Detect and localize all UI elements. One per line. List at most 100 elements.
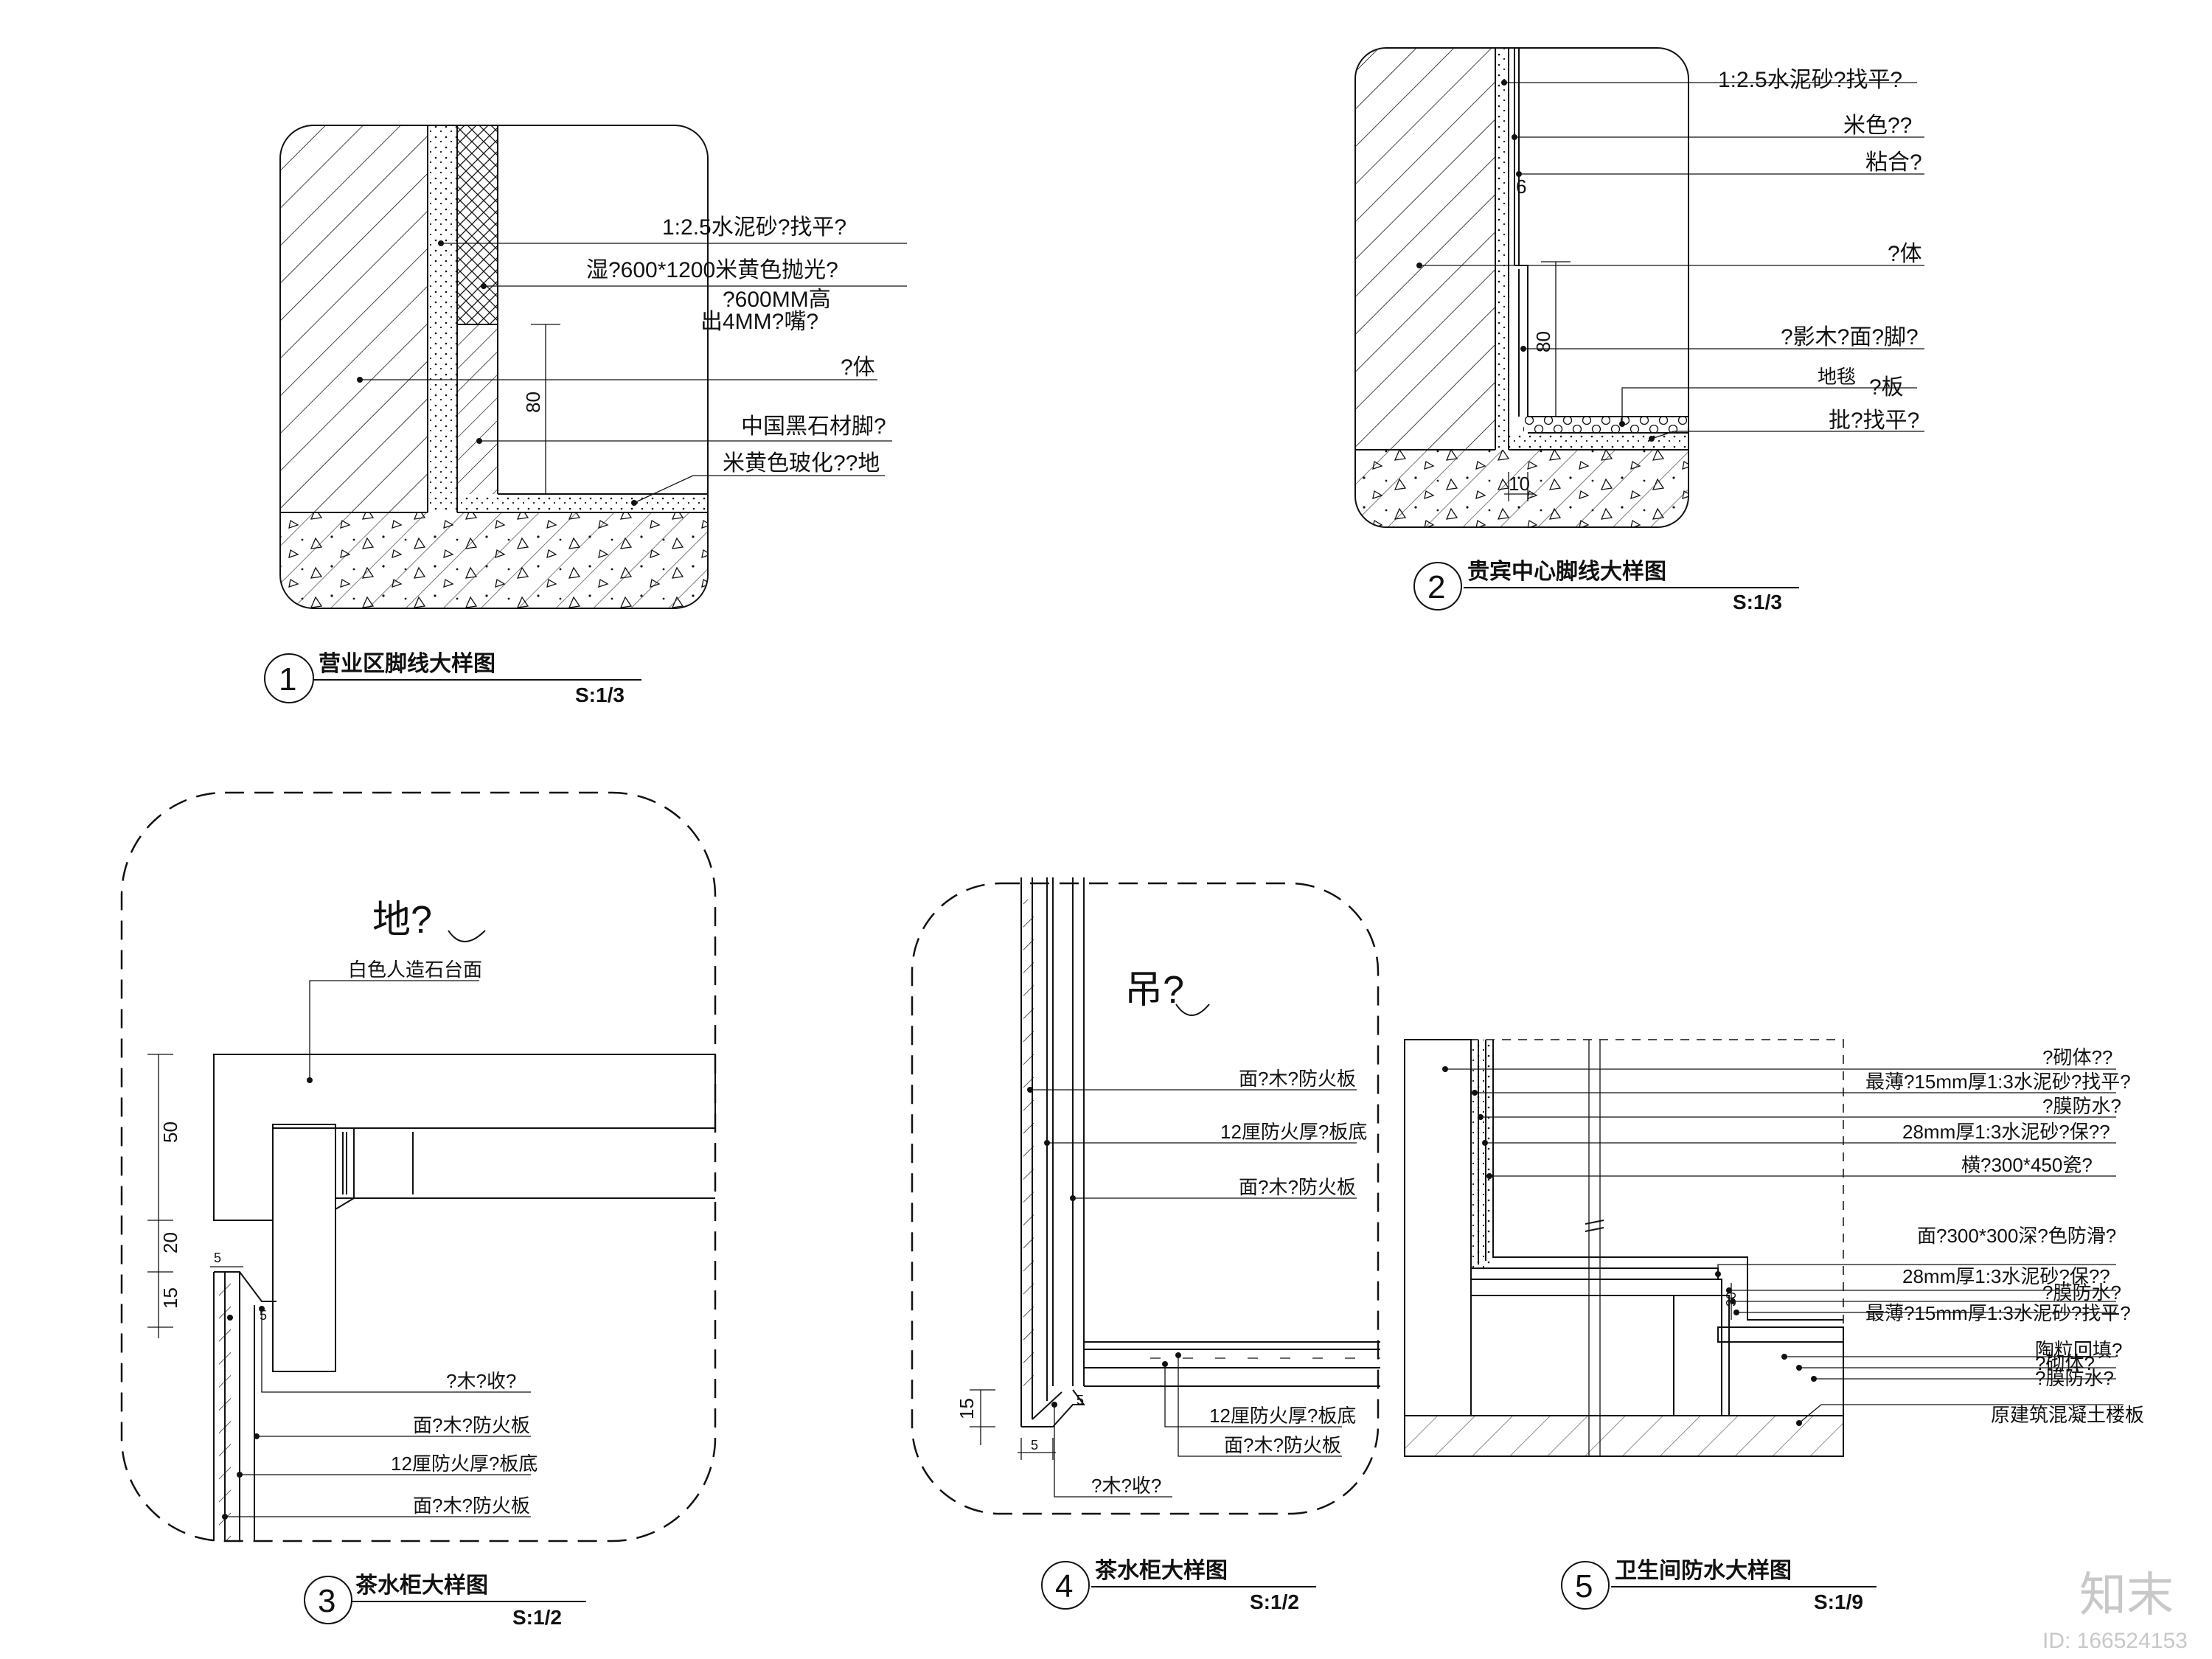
detail-3-title: 茶水柜大样图 (355, 1573, 488, 1598)
label-3-d: 12厘防火厚?板底 (391, 1453, 538, 1475)
dim-label: 15 (956, 1398, 978, 1419)
detail-2-scale: S:1/3 (1733, 591, 1782, 613)
dim-label: 10 (1509, 473, 1530, 495)
detail-4: 吊? 15 5 5 面?木?防火板 12厘防火厚?板底 面?木?防火板 12厘防… (911, 877, 1380, 1613)
mortar-layer (428, 125, 457, 512)
detail-1-leaders (357, 240, 907, 506)
label-1-e: ?体 (841, 355, 875, 380)
label-5-g: 28mm厚1:3水泥砂?保?? (1902, 1265, 2110, 1287)
dim-label: 50 (159, 1121, 181, 1143)
dim-label: 80 (522, 392, 544, 413)
label-3-e: 面?木?防火板 (413, 1495, 530, 1517)
dim-label: 20 (159, 1232, 181, 1253)
detail-number: 5 (1575, 1568, 1593, 1604)
detail-5-title: 卫生间防水大样图 (1615, 1559, 1792, 1583)
label-3-a: 白色人造石台面 (348, 959, 482, 981)
detail-4-leaders (1027, 1087, 1357, 1498)
detail-5-scale: S:1/9 (1814, 1590, 1863, 1613)
label-5-i: 最薄?15mm厚1:3水泥砂?找平? (1865, 1302, 2131, 1324)
label-1-c: ?600MM高 (723, 288, 831, 312)
detail-2: 80 6 10 1:2.5水泥砂?找平? 米色?? 粘合? ?体 ?影木?面?脚… (1354, 47, 1924, 613)
detail-2-leaders (1416, 80, 1924, 442)
label-1-g: 米黄色玻化??地 (723, 451, 880, 476)
label-5-l: ?膜防水? (2035, 1367, 2114, 1389)
detail-3-cloud (120, 791, 717, 1543)
label-3-b: ?木?收? (446, 1370, 516, 1392)
label-5-b: 最薄?15mm厚1:3水泥砂?找平? (1865, 1071, 2131, 1093)
detail-2-title: 贵宾中心脚线大样图 (1467, 560, 1666, 584)
tile-layer (457, 125, 498, 324)
detail-3: 地? 50 20 15 5 5 白色人造石台面 ?木?收? 面?木?防火板 12… (120, 791, 717, 1629)
label-5-e: 横?300*450瓷? (1961, 1154, 2093, 1176)
detail-4-scale: S:1/2 (1250, 1590, 1299, 1613)
countertop (213, 1054, 716, 1221)
dim-label: 5 (1031, 1438, 1038, 1453)
label-1-f: 中国黑石材脚? (741, 414, 886, 439)
section-tag: 吊? (1124, 969, 1184, 1012)
detail-3-scale: S:1/2 (512, 1606, 562, 1629)
detail-5: 30 ?砌体?? 最薄?15mm厚1:3水泥砂?找平? ?膜防水? 28mm厚1… (1404, 1039, 2144, 1613)
detail-4-title: 茶水柜大样图 (1095, 1559, 1228, 1583)
label-5-c: ?膜防水? (2042, 1095, 2121, 1117)
wall-hatch (1404, 1039, 1472, 1416)
detail-number-circle (1413, 562, 1462, 611)
label-1-b: 湿?600*1200米黄色抛光? (586, 258, 838, 282)
dim-label: 5 (260, 1308, 267, 1323)
detail-4-cloud (911, 882, 1380, 1515)
detail-1: 80 1:2.5水泥砂?找平? 湿?600*1200米黄色抛光? ?600MM高… (264, 125, 907, 706)
label-5-k: ?砌体? (2035, 1352, 2095, 1374)
label-5-j: 陶粒回填? (2035, 1339, 2122, 1361)
label-2-g: ?板 (1869, 375, 1904, 400)
dim-label: 6 (1516, 175, 1526, 198)
label-1-d: 出4MM?嘴? (700, 310, 818, 334)
label-2-e: ?影木?面?脚? (1781, 325, 1919, 349)
detail-number: 3 (318, 1583, 335, 1619)
label-4-a: 面?木?防火板 (1239, 1068, 1356, 1090)
label-4-c: 面?木?防火板 (1239, 1176, 1356, 1198)
label-2-d: ?体 (1888, 242, 1922, 266)
watermark-id: ID: 166524153 (2042, 1629, 2188, 1653)
watermark-brand: 知末 (2079, 1568, 2174, 1621)
dim-label: 5 (1077, 1393, 1084, 1408)
detail-3-leaders (222, 980, 531, 1520)
cabinet-bottom (1084, 1341, 1380, 1387)
detail-1-title: 营业区脚线大样图 (319, 652, 495, 676)
label-1-a: 1:2.5水泥砂?找平? (662, 215, 846, 240)
floor-tile (457, 494, 708, 512)
label-5-a: ?砌体?? (2042, 1046, 2112, 1068)
label-4-f: ?木?收? (1091, 1475, 1161, 1497)
label-4-e: 面?木?防火板 (1224, 1434, 1341, 1456)
stone-skirting (457, 324, 498, 494)
wall-hatch (280, 125, 428, 512)
dim-label: 5 (214, 1251, 221, 1265)
detail-number-circle (304, 1576, 352, 1624)
detail-number: 1 (279, 661, 296, 698)
label-2-a: 1:2.5水泥砂?找平? (1718, 68, 1902, 92)
detail-5-leaders (1442, 1066, 2124, 1426)
dim-label: 80 (1532, 331, 1554, 352)
dim-label: 15 (159, 1287, 181, 1309)
label-4-b: 12厘防火厚?板底 (1220, 1121, 1367, 1143)
brick-curb (1673, 1295, 1730, 1416)
detail-number-circle (1561, 1561, 1610, 1610)
label-2-b: 米色?? (1843, 114, 1912, 138)
label-5-d: 28mm厚1:3水泥砂?保?? (1902, 1121, 2110, 1143)
label-4-d: 12厘防火厚?板底 (1209, 1405, 1356, 1427)
label-2-c: 粘合? (1865, 150, 1922, 175)
label-3-c: 面?木?防火板 (413, 1414, 530, 1436)
detail-number: 4 (1055, 1568, 1073, 1604)
label-5-m: 原建筑混凝土楼板 (1991, 1404, 2144, 1426)
detail-number: 2 (1427, 569, 1445, 605)
detail-number-circle (1041, 1561, 1090, 1610)
wall-hatch (1355, 48, 1495, 450)
carpet-layer (1523, 417, 1688, 433)
section-tag: 地? (372, 899, 432, 942)
label-2-f: 地毯 (1818, 366, 1856, 388)
detail-1-scale: S:1/3 (575, 684, 625, 706)
detail-number-circle (264, 653, 314, 703)
label-2-h: 批?找平? (1829, 408, 1919, 433)
label-5-h: ?膜防水? (2042, 1281, 2121, 1304)
label-5-f: 面?300*300深?色防滑? (1917, 1225, 2116, 1247)
counter-apron (272, 1124, 336, 1372)
